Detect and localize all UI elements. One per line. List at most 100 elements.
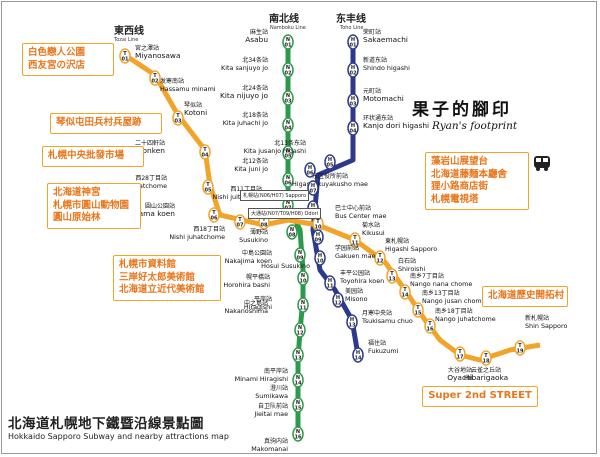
station-marker-h12[interactable] bbox=[332, 292, 344, 308]
station-marker-t17[interactable] bbox=[454, 346, 466, 362]
station-marker-h04[interactable] bbox=[347, 120, 359, 136]
station-marker-t13[interactable] bbox=[386, 268, 398, 284]
attraction-box-3[interactable]: 札幌中央批發市場 bbox=[42, 146, 144, 167]
station-marker-h06[interactable] bbox=[304, 162, 316, 178]
station-marker-n06[interactable] bbox=[282, 172, 294, 188]
station-marker-n10[interactable] bbox=[297, 270, 309, 286]
station-marker-n15[interactable] bbox=[292, 397, 304, 413]
station-marker-h01[interactable] bbox=[347, 34, 359, 50]
station-marker-t18[interactable] bbox=[480, 350, 492, 366]
station-marker-t05[interactable] bbox=[202, 179, 214, 195]
station-marker-h03[interactable] bbox=[347, 93, 359, 109]
station-kanji-n05: 北12条站 bbox=[242, 157, 268, 165]
station-marker-h10[interactable] bbox=[314, 250, 326, 266]
station-n06[interactable]: N06 bbox=[282, 172, 294, 188]
station-marker-t14[interactable] bbox=[399, 284, 411, 300]
station-marker-t19[interactable] bbox=[514, 340, 526, 356]
station-marker-h13[interactable] bbox=[346, 314, 358, 330]
station-marker-n05[interactable] bbox=[282, 145, 294, 161]
station-marker-n04[interactable] bbox=[282, 117, 294, 133]
station-marker-n11[interactable] bbox=[297, 297, 309, 313]
odori-station-label[interactable]: 大通站(N07/T09/H08) Odori bbox=[248, 208, 322, 219]
station-marker-t07[interactable] bbox=[234, 214, 246, 230]
station-marker-h14[interactable] bbox=[352, 347, 364, 363]
station-marker-h11[interactable] bbox=[324, 275, 336, 291]
station-en-t12: Higashi Sapporo bbox=[385, 245, 437, 253]
attraction-box-8[interactable]: Super 2nd STREET bbox=[422, 386, 538, 407]
station-marker-n02[interactable] bbox=[282, 62, 294, 78]
station-marker-n14[interactable] bbox=[292, 372, 304, 388]
station-marker-h07[interactable] bbox=[307, 180, 319, 196]
station-marker-t02[interactable] bbox=[149, 70, 161, 86]
attraction-box-1[interactable]: 白色戀人公園 西友宮の沢店 bbox=[22, 43, 114, 76]
station-marker-n16[interactable] bbox=[292, 426, 304, 442]
station-marker-h02[interactable] bbox=[347, 62, 359, 78]
station-marker-t06[interactable] bbox=[208, 207, 220, 223]
station-marker-n01[interactable] bbox=[282, 34, 294, 50]
attraction-box-2[interactable]: 琴似屯田兵村兵屋跡 bbox=[50, 113, 162, 134]
station-marker-n03[interactable] bbox=[282, 90, 294, 106]
station-marker-t03[interactable] bbox=[172, 110, 184, 126]
attraction-box-7[interactable]: 北海道歷史開拓村 bbox=[482, 286, 568, 307]
station-h07[interactable]: H07 bbox=[307, 180, 319, 196]
attraction-6-line-4: 札幌電視塔 bbox=[431, 193, 479, 205]
station-marker-h09[interactable] bbox=[312, 229, 324, 245]
station-marker-t04[interactable] bbox=[199, 144, 211, 160]
station-marker-n08[interactable] bbox=[286, 224, 298, 240]
station-marker-n13[interactable] bbox=[292, 347, 304, 363]
attraction-box-6[interactable]: 藻岩山展望台 北海道藤麵本廳舍 狸小路商店街 札幌電視塔 bbox=[425, 152, 529, 210]
attraction-box-4[interactable]: 北海道神宮 札幌市圓山動物園 圓山原始林 bbox=[47, 183, 141, 229]
station-marker-h05[interactable] bbox=[324, 154, 336, 170]
station-marker-t12[interactable] bbox=[374, 250, 386, 266]
station-marker-t15[interactable] bbox=[412, 302, 424, 318]
station-marker-t01[interactable] bbox=[119, 48, 131, 64]
sapporo-station-label[interactable]: 札幌站(N06/H07) Sapporo bbox=[240, 190, 310, 201]
station-marker-t16[interactable] bbox=[424, 318, 436, 334]
attraction-box-5[interactable]: 札幌市資料館 三岸好太郎美術館 北海道立近代美術館 bbox=[113, 255, 221, 301]
station-marker-n12[interactable] bbox=[294, 322, 306, 338]
station-marker-n09[interactable] bbox=[294, 247, 306, 263]
station-marker-t11[interactable] bbox=[349, 232, 361, 248]
